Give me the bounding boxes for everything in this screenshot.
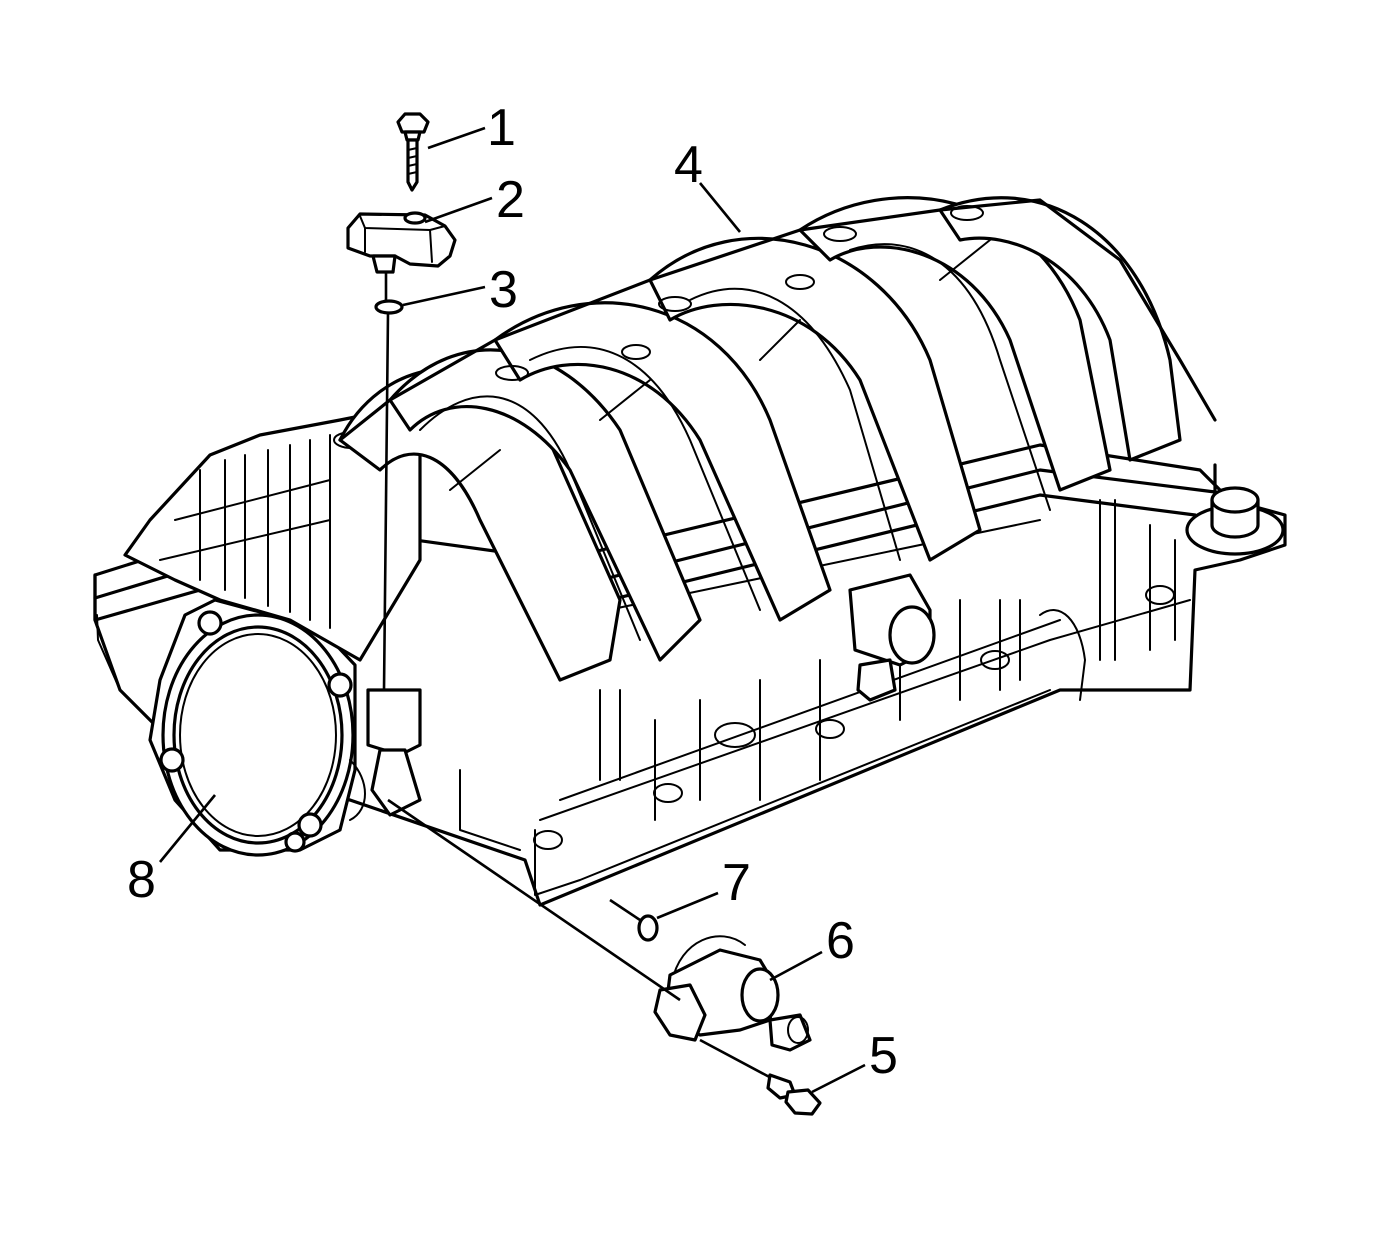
leader-2 [424, 196, 493, 224]
callout-4: 4 [674, 136, 703, 194]
leader-7 [656, 891, 719, 920]
leader-6 [769, 950, 823, 982]
o-ring-7 [637, 914, 659, 942]
callout-3: 3 [489, 261, 518, 319]
leader-4 [698, 182, 742, 233]
callout-7: 7 [722, 854, 751, 912]
callout-labels: 1 2 3 4 5 6 7 8 [127, 99, 898, 1085]
mounting-bolt-1 [396, 112, 430, 192]
map-sensor-2 [346, 211, 457, 274]
mounting-bolt-5 [699, 1038, 822, 1116]
callout-8: 8 [127, 851, 156, 909]
assembly-path-line [382, 272, 390, 691]
callout-5: 5 [869, 1027, 898, 1085]
callout-1: 1 [487, 99, 516, 157]
callout-2: 2 [496, 171, 525, 229]
leader-3 [402, 285, 486, 307]
o-ring-path-line [609, 898, 641, 922]
leader-1 [427, 126, 486, 150]
o-ring-3 [374, 299, 404, 315]
leader-8 [158, 794, 217, 863]
sensor-6 [653, 935, 812, 1052]
callout-leaders [158, 126, 866, 1094]
leader-5 [811, 1063, 866, 1094]
intake-manifold [93, 196, 1287, 907]
callout-6: 6 [826, 912, 855, 970]
assembly-path-line-2 [387, 798, 681, 1002]
